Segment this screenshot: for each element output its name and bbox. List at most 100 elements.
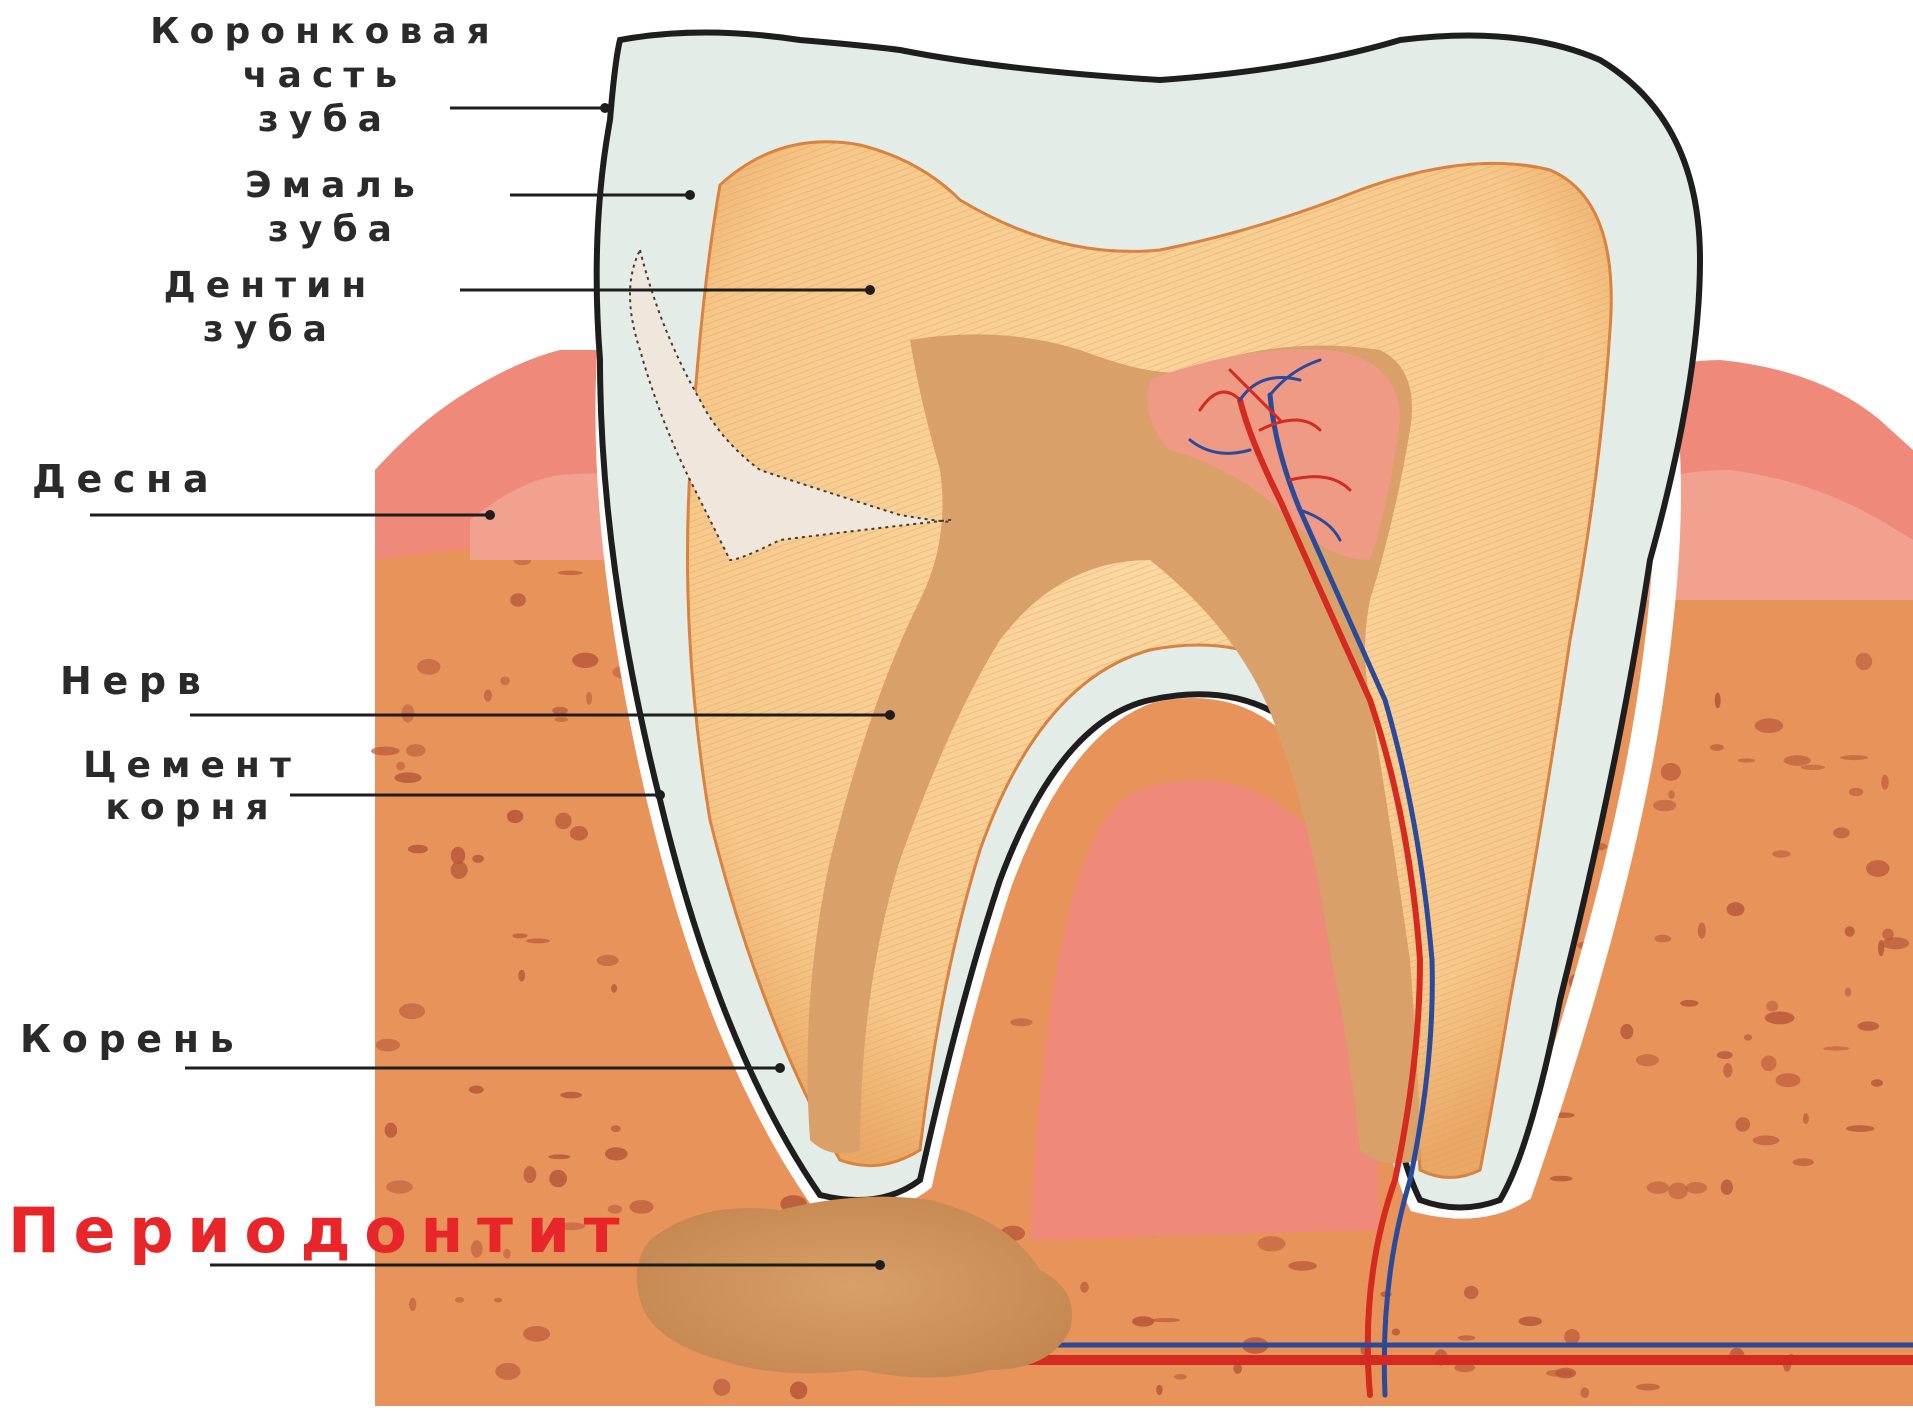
bone-pore — [526, 938, 550, 943]
bone-pore — [484, 690, 492, 702]
bone-pore — [1858, 1021, 1880, 1030]
bone-pore — [1655, 935, 1672, 943]
label-enamel-line1: Эмаль — [175, 168, 495, 204]
bone-pore — [1717, 1051, 1733, 1059]
bone-pore — [1849, 788, 1863, 796]
bone-pore — [1151, 1318, 1180, 1322]
bone-pore — [558, 571, 583, 575]
bone-pore — [1738, 758, 1756, 762]
leader-periodontitis-dot — [875, 1260, 885, 1270]
leader-dentin-dot — [865, 285, 875, 295]
bone-pore — [555, 813, 571, 830]
bone-pore — [1647, 1181, 1669, 1193]
bone-pore — [1846, 1125, 1874, 1132]
bone-pore — [401, 704, 414, 722]
bone-pore — [572, 653, 598, 668]
bone-pore — [1156, 1385, 1162, 1395]
leader-gum-dot — [485, 510, 495, 520]
bone-pore — [1755, 718, 1783, 733]
bone-pore — [409, 1298, 416, 1311]
label-crown: Коронковая часть зуба — [40, 14, 610, 138]
bone-pore — [1753, 1135, 1780, 1145]
bone-pore — [1258, 1236, 1286, 1251]
bone-pore — [1803, 1113, 1809, 1124]
bone-pore — [597, 955, 619, 966]
bone-pore — [417, 659, 440, 675]
bone-pore — [1856, 653, 1873, 670]
bone-pore — [1564, 1329, 1580, 1345]
bone-pore — [1715, 693, 1721, 709]
bone-pore — [1698, 922, 1706, 938]
bone-pore — [1636, 1054, 1659, 1066]
bone-pore — [1668, 790, 1674, 799]
bone-pore — [1840, 755, 1868, 760]
bone-pore — [1761, 1056, 1776, 1072]
bone-pore — [548, 1154, 570, 1159]
bone-pore — [518, 970, 525, 982]
label-nerve: Нерв — [60, 662, 211, 700]
bone-pore — [371, 747, 400, 756]
bone-pore — [507, 810, 523, 823]
bone-pore — [1833, 827, 1850, 838]
bone-pore — [1458, 1335, 1476, 1340]
bone-pore — [1772, 850, 1791, 857]
bone-pore — [1871, 1079, 1883, 1086]
bone-pore — [1793, 1158, 1814, 1166]
bone-pore — [1710, 744, 1724, 751]
bone-pore — [1464, 1286, 1479, 1299]
bone-pore — [611, 984, 617, 993]
bone-pore — [406, 744, 426, 757]
bone-pore — [1661, 763, 1681, 781]
bone-pore — [570, 826, 588, 841]
bone-pore — [552, 707, 568, 715]
bone-pore — [1636, 1384, 1660, 1391]
bone-pore — [790, 1382, 807, 1400]
bone-pore — [1653, 800, 1676, 812]
bone-pore — [1010, 1018, 1032, 1026]
bone-pore — [1550, 1176, 1573, 1182]
label-dentin-line2: зуба — [90, 312, 450, 348]
bone-pore — [1392, 1329, 1400, 1336]
bone-pore — [1686, 1182, 1707, 1194]
bone-pore — [512, 933, 527, 938]
bone-pore — [396, 762, 405, 771]
bone-pore — [1866, 860, 1889, 877]
label-enamel-line2: зуба — [175, 212, 495, 248]
bone-pore — [1776, 1073, 1801, 1087]
bone-pore — [1727, 902, 1745, 916]
bone-pore — [586, 692, 592, 705]
bone-pore — [1680, 1000, 1698, 1007]
label-cement: Цемент корня — [12, 748, 372, 826]
label-dentin: Дентин зуба — [90, 268, 450, 348]
bone-pore — [1881, 775, 1888, 790]
bone-pore — [1845, 987, 1852, 996]
label-gum: Десна — [32, 460, 219, 498]
bone-pore — [713, 1379, 730, 1396]
bone-pore — [605, 1147, 628, 1160]
bone-pore — [1723, 1063, 1732, 1078]
bone-pore — [494, 1298, 502, 1303]
bone-pore — [495, 1363, 520, 1380]
bone-pore — [386, 1180, 413, 1193]
bone-pore — [1580, 1387, 1589, 1398]
bone-pore — [1288, 1261, 1317, 1271]
leader-nerve-dot — [885, 710, 895, 720]
bone-pore — [1801, 765, 1825, 770]
bone-pore — [510, 593, 526, 607]
bone-pore — [1823, 1046, 1849, 1050]
bone-pore — [1878, 940, 1884, 956]
bone-pore — [455, 1297, 464, 1303]
bone-pore — [1620, 1024, 1633, 1039]
bone-pore — [1784, 755, 1811, 766]
bone-pore — [555, 717, 569, 722]
bone-pore — [1080, 1282, 1089, 1293]
bone-pore — [523, 1326, 550, 1342]
label-cement-line2: корня — [12, 790, 372, 826]
bone-pore — [1765, 1012, 1795, 1025]
bone-pore — [451, 847, 465, 865]
bone-pore — [611, 1125, 621, 1132]
bone-pore — [1668, 1183, 1688, 1200]
bone-pore — [524, 1166, 537, 1183]
leader-cement-dot — [655, 790, 665, 800]
